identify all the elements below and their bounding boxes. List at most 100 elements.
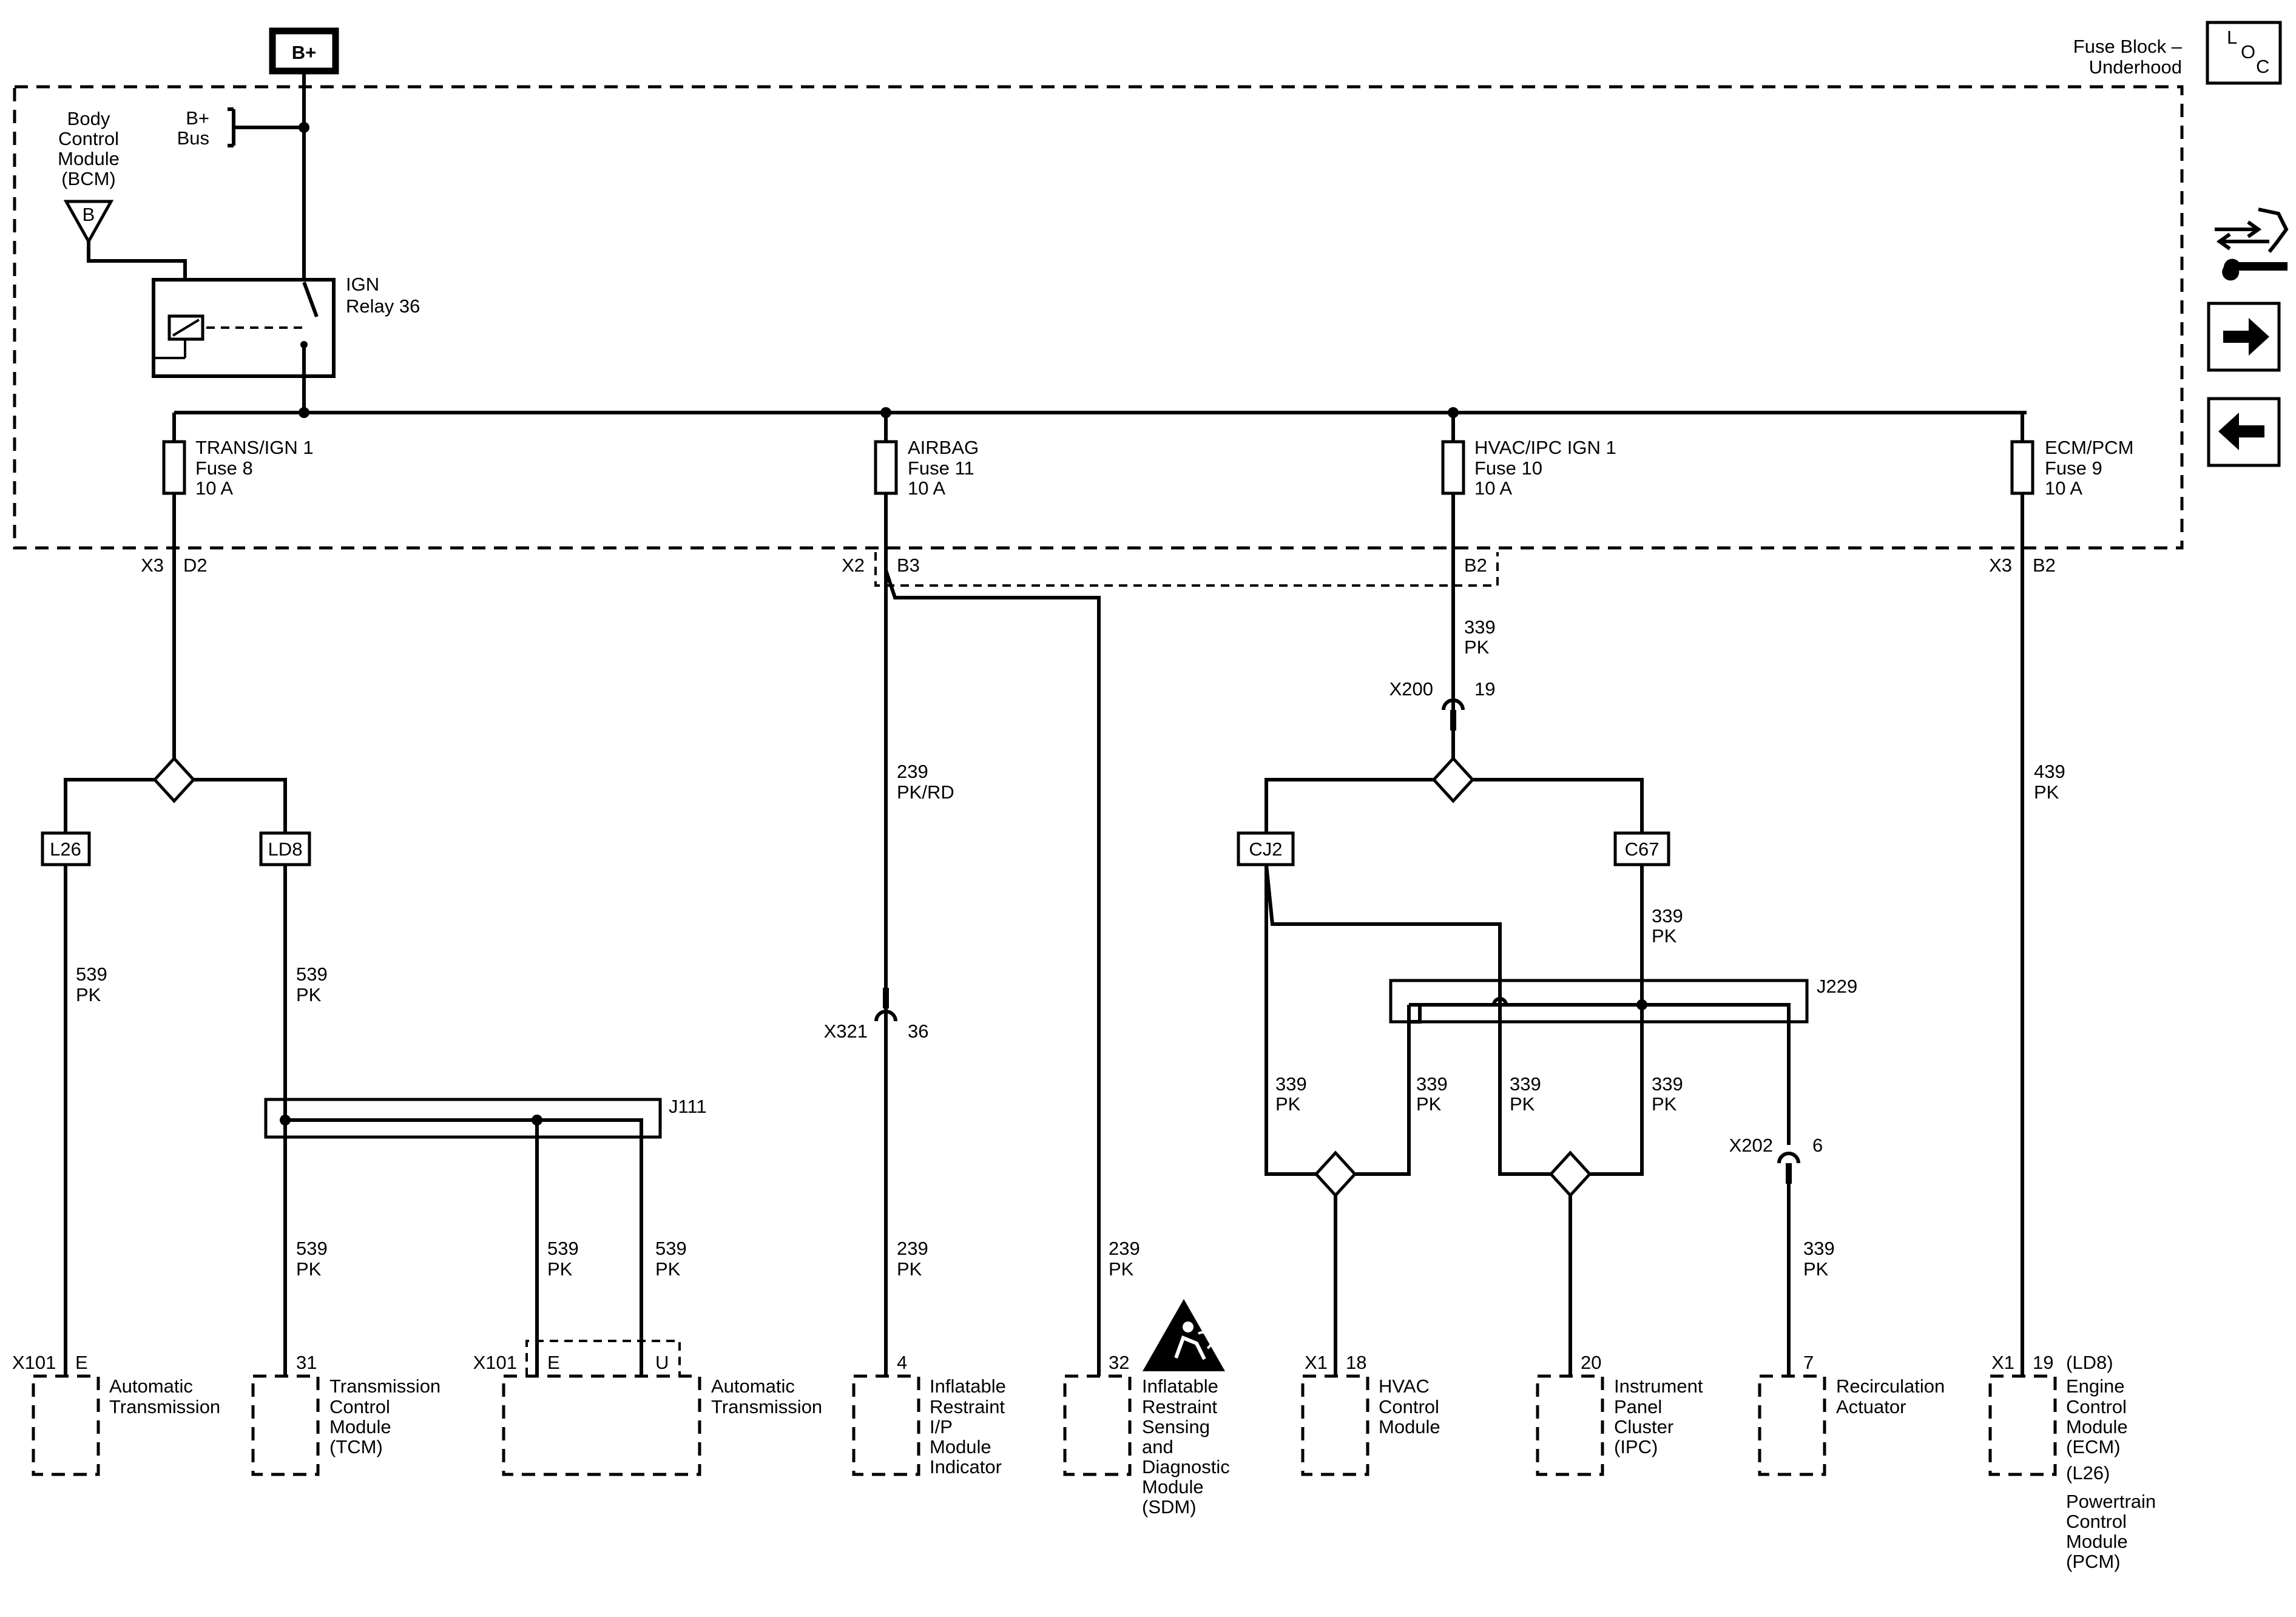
- splice-diamond-trans: [152, 756, 196, 803]
- ip-indicator-name-2: Restraint: [930, 1396, 1005, 1417]
- sdm-name-4: and: [1142, 1436, 1173, 1457]
- wire-339-c67-a: 339: [1652, 905, 1683, 927]
- wire-339-recirc-b: PK: [1803, 1258, 1829, 1280]
- tcm-name-2: Control: [329, 1396, 390, 1417]
- fuse8-line-3: 10 A: [195, 478, 233, 499]
- option-cj2: CJ2: [1249, 839, 1282, 860]
- ipc-name-3: Cluster: [1614, 1416, 1673, 1437]
- ecm-name-2: Control: [2066, 1396, 2127, 1417]
- x321-pin: [883, 988, 889, 1008]
- fuse-block-title-1: Fuse Block –: [2073, 36, 2183, 57]
- loc-o: O: [2241, 41, 2255, 62]
- bcm-triangle: [63, 200, 114, 245]
- bcm-line-3: Module: [58, 148, 120, 169]
- ip-indicator-name-1: Inflatable: [930, 1376, 1006, 1397]
- recirc-pin: 7: [1803, 1352, 1814, 1373]
- bplus-bus-2: Bus: [177, 127, 209, 149]
- fuse8-line-2: Fuse 8: [195, 457, 253, 479]
- ecm-opt-l26: (L26): [2066, 1462, 2110, 1484]
- splice-diamond-hvac: [1431, 756, 1475, 803]
- wire-339-ipc2-b: PK: [1652, 1093, 1677, 1115]
- splice-diamond-ipc: [1548, 1150, 1592, 1198]
- ipc-name-2: Panel: [1614, 1396, 1662, 1417]
- ecm-conn: X1: [1991, 1352, 2014, 1373]
- wire-239-ip-a: 239: [897, 1238, 928, 1259]
- j111-label: J111: [669, 1096, 707, 1117]
- auto-trans-ld8-pin-u: U: [655, 1352, 669, 1373]
- wire-539-l26-b: PK: [76, 984, 101, 1005]
- option-ld8: LD8: [268, 839, 303, 860]
- fuse8-pin: D2: [183, 555, 208, 576]
- auto-trans-l26-name-1: Automatic: [109, 1376, 193, 1397]
- fuse9-line-3: 10 A: [2045, 478, 2082, 499]
- auto-trans-l26-name-2: Transmission: [109, 1396, 220, 1417]
- wire-439-b: PK: [2034, 781, 2059, 803]
- loc-c: C: [2256, 56, 2269, 77]
- wire-339-ipc2-a: 339: [1652, 1073, 1683, 1095]
- wire-439-a: 439: [2034, 761, 2065, 782]
- splice-pack-j111: [264, 1098, 662, 1139]
- component-ipc: [1536, 1374, 1604, 1476]
- component-auto-trans-ld8: [502, 1374, 701, 1476]
- splice-pack-j229: [1389, 979, 1809, 1024]
- wire-339-recirc-a: 339: [1803, 1238, 1835, 1259]
- arrow-left-icon[interactable]: [2207, 397, 2281, 467]
- airbag-warning-icon: [1143, 1299, 1225, 1371]
- fuse8-conn: X3: [141, 555, 164, 576]
- sdm-name-7: (SDM): [1142, 1496, 1197, 1517]
- ip-indicator-name-5: Indicator: [930, 1456, 1002, 1477]
- wire-539-ld8-a: 539: [296, 964, 328, 985]
- sdm-name-6: Module: [1142, 1476, 1204, 1497]
- component-sdm: [1063, 1374, 1132, 1476]
- x200-socket: [1442, 698, 1465, 711]
- wrench-arrows-icon[interactable]: [2215, 208, 2289, 281]
- fuse11-pin: B3: [897, 555, 920, 576]
- wire-539-ld8-b: PK: [296, 984, 322, 1005]
- wire-339-c67-b: PK: [1652, 925, 1677, 947]
- ipc-name-4: (IPC): [1614, 1436, 1658, 1457]
- fuse-block-border: [13, 85, 2184, 550]
- component-ip-indicator: [852, 1374, 920, 1476]
- wire-239-sdm-b: PK: [1109, 1258, 1134, 1280]
- wire-339-cj2-b: PK: [1275, 1093, 1301, 1115]
- wire-539-u-b: PK: [655, 1258, 681, 1280]
- hvac-name-2: Control: [1379, 1396, 1439, 1417]
- sdm-name-2: Restraint: [1142, 1396, 1217, 1417]
- wire-539-e-a: 539: [547, 1238, 579, 1259]
- auto-trans-ld8-pin-e: E: [547, 1352, 560, 1373]
- wire-539-tcm-b: PK: [296, 1258, 322, 1280]
- tcm-name-1: Transmission: [329, 1376, 441, 1397]
- fuse11-line-1: AIRBAG: [908, 437, 979, 458]
- sdm-pin: 32: [1109, 1352, 1129, 1373]
- tcm-name-4: (TCM): [329, 1436, 383, 1457]
- fuse9-line-1: ECM/PCM: [2045, 437, 2133, 458]
- wire-539-l26-a: 539: [76, 964, 107, 985]
- hvac-pin: 18: [1346, 1352, 1366, 1373]
- option-ld8-box: [259, 831, 311, 866]
- bcm-pin: B: [83, 204, 95, 225]
- sdm-name-1: Inflatable: [1142, 1376, 1218, 1397]
- fuse11-line-2: Fuse 11: [908, 457, 974, 479]
- x321-pin-label: 36: [908, 1021, 928, 1042]
- relay-label-2: Relay 36: [346, 295, 420, 317]
- relay-label-1: IGN: [346, 274, 379, 295]
- pcm-name-1: Powertrain: [2066, 1491, 2156, 1512]
- auto-trans-l26-pin: E: [75, 1352, 88, 1373]
- component-ecm-pcm: [1988, 1374, 2057, 1476]
- arrow-right-icon[interactable]: [2207, 302, 2281, 372]
- location-button[interactable]: L O C: [2206, 21, 2282, 85]
- ecm-name-3: Module: [2066, 1416, 2128, 1437]
- option-c67: C67: [1625, 839, 1660, 860]
- option-l26: L26: [50, 839, 81, 860]
- auto-trans-ld8-conn: X101: [473, 1352, 517, 1373]
- wire-239rd-b: PK/RD: [897, 781, 954, 803]
- ecm-name-4: (ECM): [2066, 1436, 2121, 1457]
- wire-339-cj2-a: 339: [1275, 1073, 1307, 1095]
- x200-pin-label: 19: [1474, 678, 1495, 700]
- tcm-pin: 31: [296, 1352, 317, 1373]
- ecm-pin: 19: [2033, 1352, 2053, 1373]
- sdm-name-3: Sensing: [1142, 1416, 1210, 1437]
- wire-339-top-a: 339: [1464, 616, 1496, 638]
- x202-socket: [1777, 1152, 1800, 1164]
